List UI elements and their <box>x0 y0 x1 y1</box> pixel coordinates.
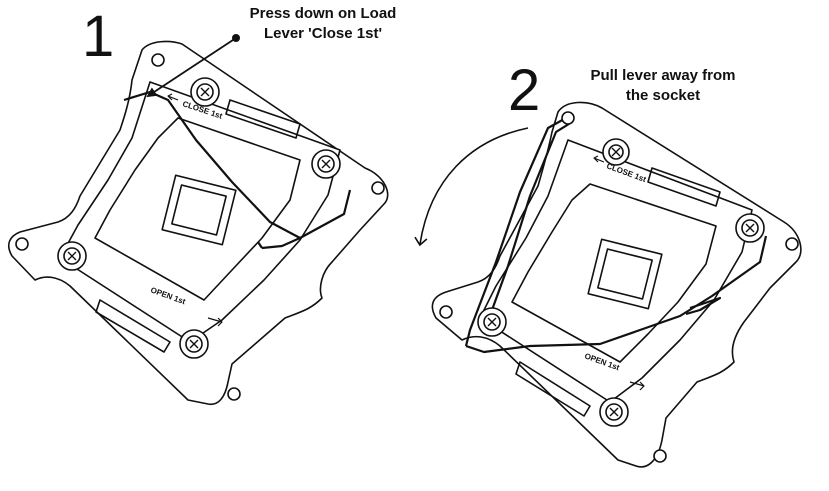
socket-2-die-inner <box>597 248 653 300</box>
screw-icon <box>311 149 341 179</box>
socket-2-rail-top <box>647 167 721 207</box>
socket-1-lever-handle <box>257 189 352 249</box>
socket-2-hole <box>653 449 667 463</box>
socket-2-rail-bottom <box>515 361 591 417</box>
socket-2-hole <box>439 305 453 319</box>
socket-2-lever-arm <box>465 235 768 354</box>
socket-2-load-lever <box>464 117 573 347</box>
socket-1-rail-bottom <box>95 299 171 353</box>
screw-icon <box>477 307 507 337</box>
socket-2: CLOSE 1st OPEN 1st <box>431 101 802 468</box>
socket-1-label-arrow <box>167 93 179 101</box>
screw-icon <box>57 241 87 271</box>
socket-1-rail-top <box>225 99 301 139</box>
socket-2-hole <box>561 111 575 125</box>
step-2-caption: Pull lever away from the socket <box>568 66 758 106</box>
socket-2-label-arrow <box>593 155 605 163</box>
step-1-caption-line-2: Lever 'Close 1st' <box>263 25 383 42</box>
socket-2-lever-hook <box>685 296 722 316</box>
socket-1-hole <box>151 53 165 67</box>
pointer-arrow-icon <box>146 34 240 98</box>
socket-1-hole <box>371 181 385 195</box>
screw-icon <box>190 77 220 107</box>
step-2-caption-line-1: Pull lever away from <box>590 67 736 84</box>
socket-1-hole <box>15 237 29 251</box>
socket-2-label-arrow <box>629 381 645 391</box>
step-2-number: 2 <box>508 58 541 123</box>
step-1-number: 1 <box>82 4 115 69</box>
socket-2-hole <box>785 237 799 251</box>
socket-1-hole <box>227 387 241 401</box>
step-2-caption-line-2: the socket <box>625 87 701 104</box>
screw-icon <box>179 329 209 359</box>
screw-icon <box>602 138 630 166</box>
socket-1-label-arrow <box>207 317 223 327</box>
screw-icon <box>735 213 765 243</box>
socket-1: CLOSE 1st OPEN 1st <box>8 40 389 406</box>
step-1-caption: Press down on Load Lever 'Close 1st' <box>228 4 418 44</box>
step-1-caption-line-1: Press down on Load <box>249 5 397 22</box>
socket-1-die-inner <box>171 184 227 236</box>
screw-icon <box>599 397 629 427</box>
curved-arrow-icon <box>414 127 529 247</box>
